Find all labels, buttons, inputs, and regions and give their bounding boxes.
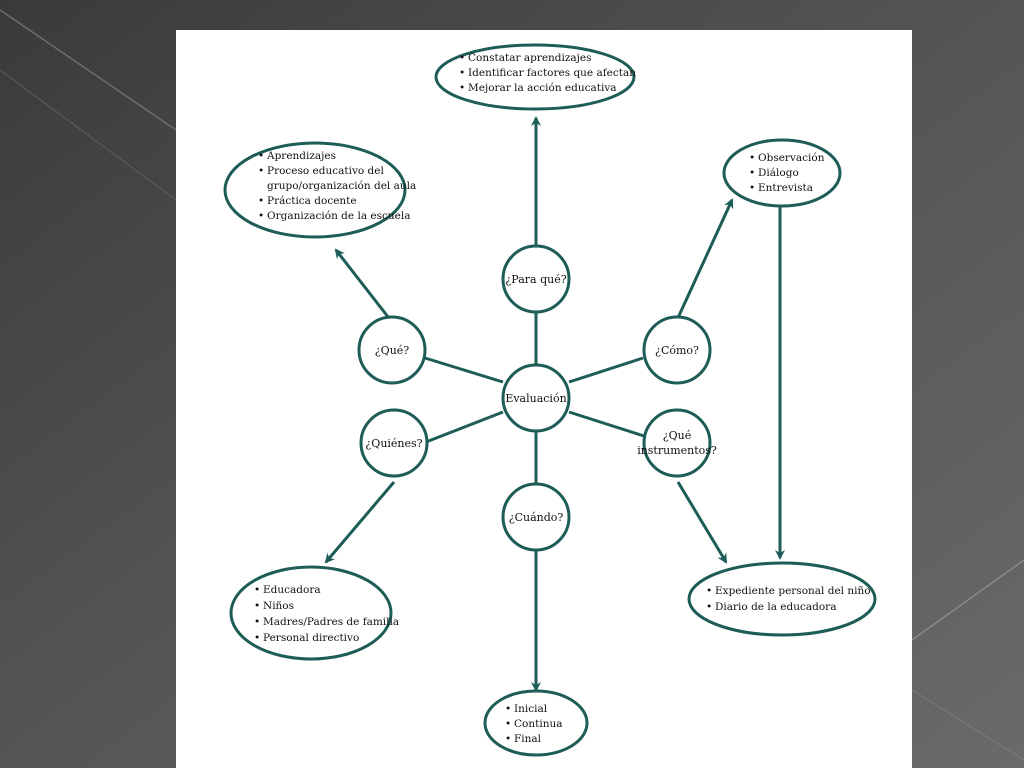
question-circle: [501, 244, 571, 314]
bullet: •: [749, 167, 755, 179]
list-item: Niños: [263, 600, 294, 612]
list-item: Diario de la educadora: [715, 601, 836, 613]
list-item: Educadora: [263, 584, 321, 596]
list-item: Organización de la escuela: [267, 210, 411, 222]
list-item: Inicial: [514, 703, 548, 715]
question-circle: [501, 482, 571, 552]
answer-instruments: • Expediente personal del niño • Diario …: [687, 561, 877, 637]
bullet: •: [258, 150, 264, 162]
arrow-como: [675, 198, 734, 321]
answer-ellipse: [223, 141, 407, 239]
list-item: grupo/organización del aula: [267, 180, 416, 192]
list-item: Final: [514, 733, 542, 745]
bullet: •: [258, 195, 264, 207]
bullet: •: [459, 67, 465, 79]
question-label: ¿Cuándo?: [509, 511, 564, 524]
question-para-que: ¿Para qué?: [501, 244, 571, 314]
question-label: ¿Qué?: [375, 344, 410, 357]
answer-ellipse: [434, 43, 636, 111]
spoke-que: [424, 356, 504, 384]
question-circle: [359, 408, 429, 478]
answer-purposes: • Constatar aprendizajes • Identificar f…: [434, 43, 636, 111]
list-item: Personal directivo: [263, 632, 359, 644]
list-item: Identificar factores que afectan: [468, 67, 636, 79]
list-item: Madres/Padres de familia: [263, 616, 399, 628]
center-node: Evaluación: [501, 363, 571, 433]
answer-methods: • Observación • Diálogo • Entrevista: [722, 138, 842, 208]
arrow-quienes: [324, 481, 396, 564]
question-que-instrumentos: ¿Qué instrumentos?: [637, 408, 717, 478]
question-circle: [642, 315, 712, 385]
list-item: Observación: [758, 152, 825, 164]
list-item: Constatar aprendizajes: [468, 52, 592, 64]
answer-agents: • Educadora • Niños • Madres/Padres de f…: [229, 565, 399, 661]
evaluation-concept-map: Evaluación ¿Para qué? ¿Qué? ¿Cómo? ¿Quié…: [223, 43, 877, 757]
question-circle: [357, 315, 427, 385]
question-que: ¿Qué?: [357, 315, 427, 385]
bullet: •: [254, 600, 260, 612]
bullet: •: [505, 733, 511, 745]
center-circle: [501, 363, 571, 433]
bullet: •: [505, 718, 511, 730]
question-cuando: ¿Cuándo?: [501, 482, 571, 552]
answer-moments: • Inicial • Continua • Final: [483, 689, 589, 757]
background-line: [0, 9, 177, 131]
answer-ellipse: [229, 565, 393, 661]
list-item: Entrevista: [758, 182, 813, 194]
bullet: •: [254, 584, 260, 596]
list-item: Práctica docente: [267, 195, 357, 207]
bullet: •: [749, 182, 755, 194]
question-label: ¿Para qué?: [505, 273, 566, 286]
background-line: [911, 559, 1024, 641]
list-item: Expediente personal del niño: [715, 585, 871, 597]
list-item: Proceso educativo del: [267, 165, 384, 177]
spoke-que-instrumentos: [568, 410, 645, 438]
question-circle: [642, 408, 712, 478]
list-item: Diálogo: [758, 167, 799, 179]
bullet: •: [706, 585, 712, 597]
answer-ellipse: [687, 561, 877, 637]
list-item: Mejorar la acción educativa: [468, 82, 617, 94]
bullet: •: [749, 152, 755, 164]
arrows: [324, 116, 785, 692]
answer-objects: • Aprendizajes • Proceso educativo del g…: [223, 141, 416, 239]
background-line: [911, 689, 1024, 761]
spokes: [424, 312, 645, 484]
background-line: [0, 69, 177, 201]
center-label: Evaluación: [505, 392, 566, 405]
bullet: •: [459, 82, 465, 94]
question-quienes: ¿Quiénes?: [359, 408, 429, 478]
spoke-como: [568, 356, 644, 384]
bullet: •: [254, 616, 260, 628]
answer-ellipse: [483, 689, 589, 757]
question-label-line2: instrumentos?: [637, 444, 717, 457]
list-item: Aprendizajes: [266, 150, 336, 162]
bullet: •: [254, 632, 260, 644]
arrow-que: [334, 248, 394, 323]
arrow-que-instrumentos: [676, 481, 728, 564]
list-item: Continua: [514, 718, 562, 730]
slide: Evaluación ¿Para qué? ¿Qué? ¿Cómo? ¿Quié…: [176, 30, 912, 768]
question-label: ¿Quiénes?: [365, 437, 422, 450]
question-como: ¿Cómo?: [642, 315, 712, 385]
bullet: •: [505, 703, 511, 715]
bullet: •: [258, 210, 264, 222]
spoke-quienes: [425, 410, 504, 444]
question-label-line1: ¿Qué: [663, 429, 692, 442]
bullet: •: [706, 601, 712, 613]
question-label: ¿Cómo?: [655, 344, 699, 357]
bullet: •: [459, 52, 465, 64]
bullet: •: [258, 165, 264, 177]
answer-ellipse: [722, 138, 842, 208]
